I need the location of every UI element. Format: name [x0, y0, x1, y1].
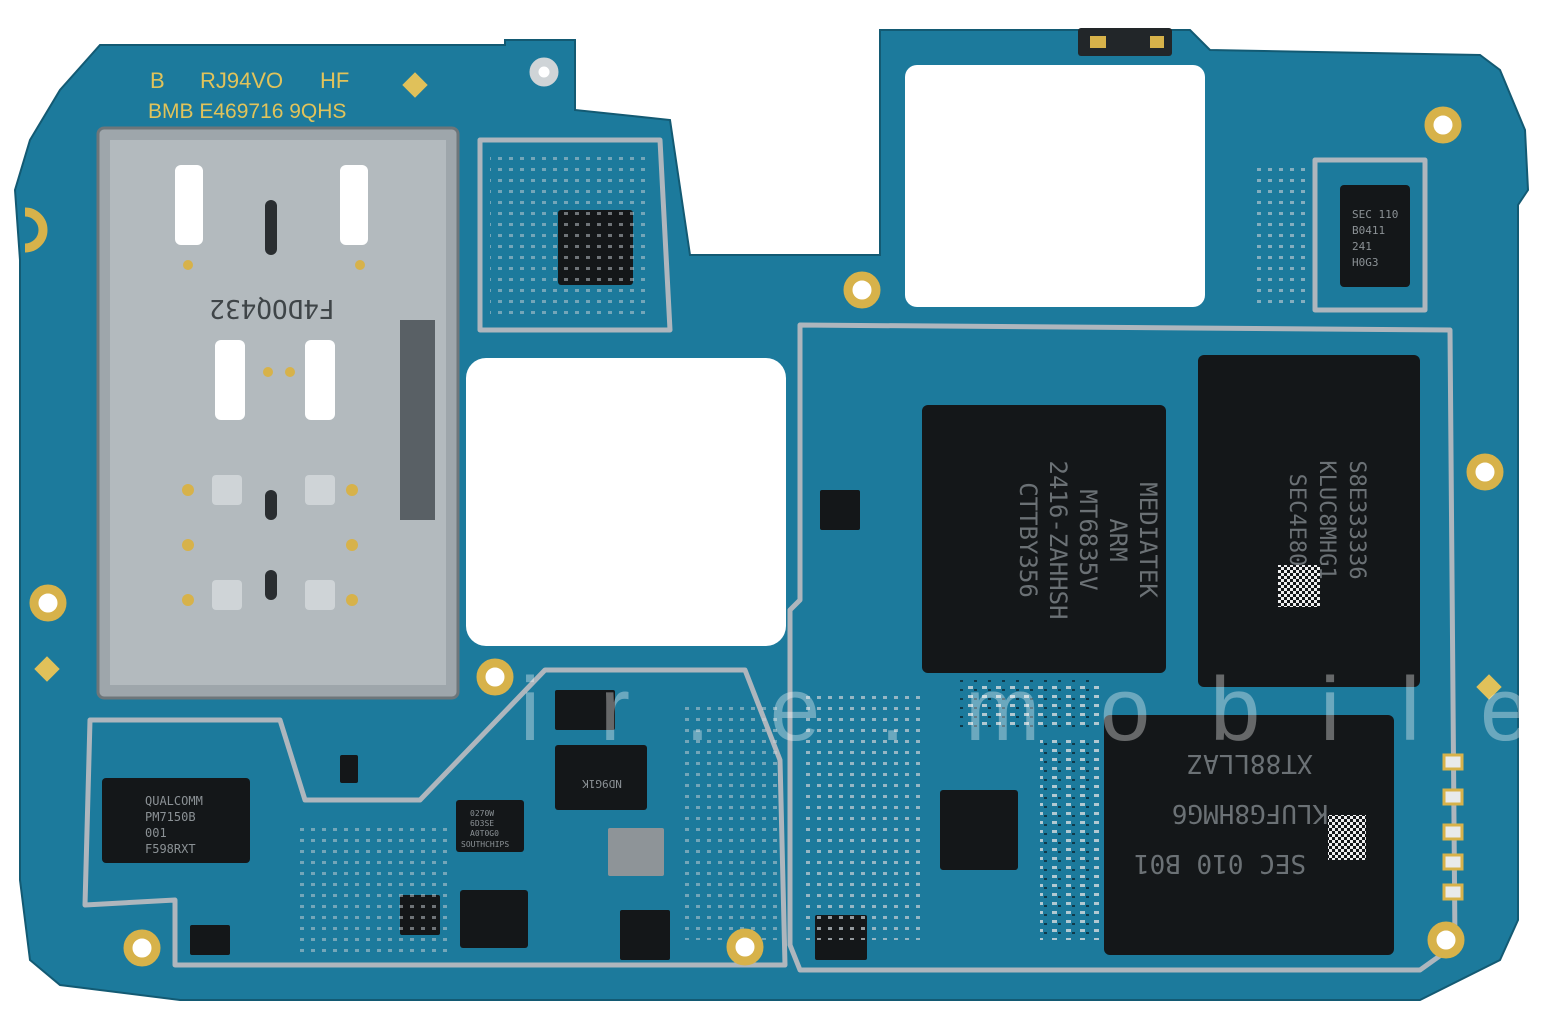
- silk-b: B: [150, 68, 165, 93]
- pmic-l4: F598RXT: [145, 842, 196, 856]
- pad-field-4: [1250, 165, 1310, 305]
- mounting-holes: [29, 57, 1504, 967]
- charger-l1: 0270W: [470, 809, 494, 818]
- datamatrix-code-2: [1328, 815, 1366, 860]
- bga-pad-field: [800, 690, 920, 940]
- bga-pad-field-2: [960, 680, 1100, 730]
- pmic-l1: QUALCOMM: [145, 794, 203, 808]
- nd-chip: ND9G1K: [555, 745, 647, 810]
- small-l3: 241: [1352, 240, 1372, 253]
- silkscreen-label: B RJ94VO HF BMB E469716 9QHS: [148, 68, 349, 123]
- small-l1: SEC 110: [1352, 208, 1398, 221]
- pmic-l2: PM7150B: [145, 810, 196, 824]
- charger-l2: 6D3SE: [470, 819, 494, 828]
- metal-can: [608, 828, 664, 876]
- edge-pads: [1442, 753, 1464, 901]
- datamatrix-code: [1278, 565, 1320, 607]
- charger-chip: 0270W 6D3SE A0T0G0 SOUTHCHIPS: [456, 800, 524, 852]
- soc-l4: 2416-ZAHHSH: [1044, 461, 1072, 620]
- pad-field-6: [680, 700, 780, 940]
- soc-l2: ARM: [1104, 518, 1132, 561]
- ram-l2: KLUFG8HMG6: [1172, 798, 1329, 828]
- small-chip: SEC 110 B0411 241 H0G3: [1340, 185, 1410, 287]
- pad-field-5: [490, 150, 650, 320]
- silk-code: RJ94VO: [200, 68, 283, 93]
- sim-tray-code: F4DOQ432: [209, 293, 334, 323]
- pmic-l3: 001: [145, 826, 167, 840]
- small-l4: H0G3: [1352, 256, 1379, 269]
- silk-line2: BMB E469716 9QHS: [148, 100, 346, 123]
- top-connector: [1078, 28, 1172, 56]
- pmic-chip: QUALCOMM PM7150B 001 F598RXT: [102, 778, 250, 863]
- nd-l1: ND9G1K: [582, 777, 622, 790]
- board-cutout-top: [905, 65, 1205, 307]
- watermark-text: ir.e.mobile: [520, 660, 1550, 760]
- charger-l3: A0T0G0: [470, 829, 499, 838]
- ram-l3: SEC 010 B01: [1134, 848, 1306, 878]
- ram-chip: XT88LLAZ KLUFG8HMG6 SEC 010 B01: [1104, 715, 1394, 955]
- storage-l3: S8E333336: [1344, 460, 1369, 579]
- storage-chip: SEC4E80 KLUC8MHG1 S8E333336: [1198, 355, 1420, 687]
- pad-field-7: [300, 820, 450, 960]
- soc-chip: MEDIATEK ARM MT6835V 2416-ZAHHSH CTTBY35…: [922, 405, 1166, 673]
- storage-l1: SEC4E80: [1284, 474, 1309, 567]
- pad-field-3: [1040, 740, 1100, 940]
- ram-l1: XT88LLAZ: [1187, 748, 1312, 778]
- silk-hf: HF: [320, 68, 349, 93]
- sim-tray: F4DOQ432: [96, 126, 460, 700]
- charger-l4: SOUTHCHIPS: [461, 840, 509, 849]
- soc-l3: MT6835V: [1074, 489, 1102, 590]
- small-l2: B0411: [1352, 224, 1385, 237]
- storage-l2: KLUC8MHG1: [1314, 460, 1339, 579]
- edge-notch-left: [24, 207, 48, 253]
- soc-l1: MEDIATEK: [1134, 482, 1162, 598]
- soc-l5: CTTBY356: [1014, 482, 1042, 598]
- board-cutout-left: [466, 358, 786, 646]
